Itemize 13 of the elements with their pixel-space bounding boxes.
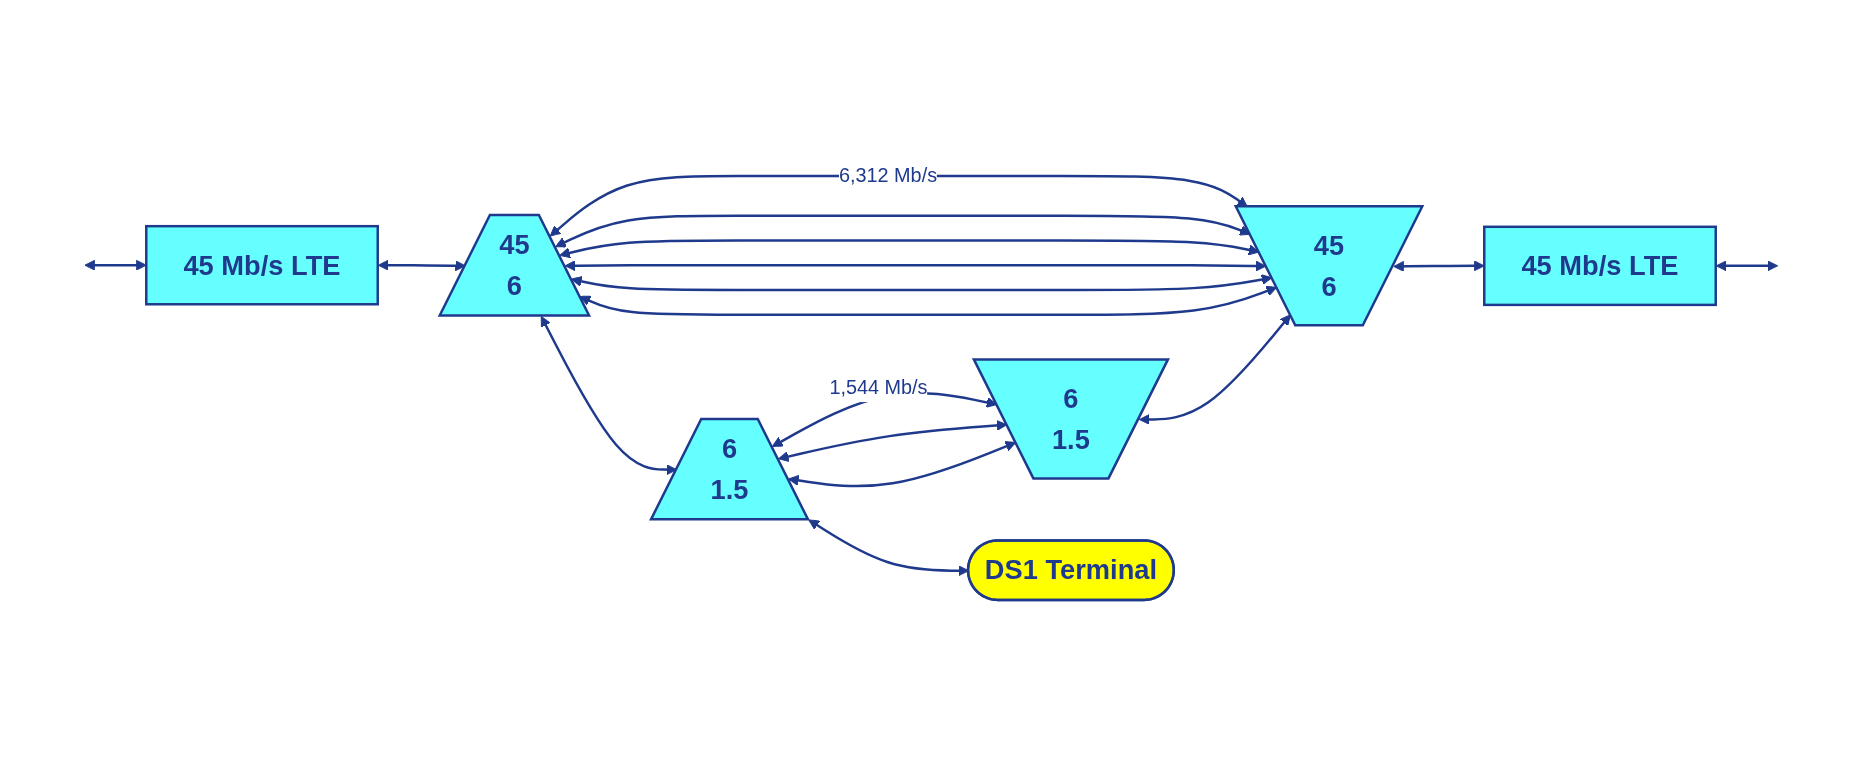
arrow: [571, 274, 1273, 292]
arrow: [788, 441, 1017, 488]
arrow: [1393, 260, 1485, 272]
edge-label: 6,312 Mb/s: [838, 164, 938, 186]
node-box: 45 Mb/s LTE: [145, 224, 379, 306]
arrow: [579, 285, 1278, 317]
edge-label: 1,544 Mb/s: [829, 376, 928, 398]
arrow: [377, 259, 466, 272]
arrow: [84, 259, 147, 271]
arrow: [1138, 314, 1291, 425]
arrow: [778, 420, 1008, 462]
arrow: [1715, 260, 1779, 272]
node-box: 45 Mb/s LTE: [1483, 225, 1717, 307]
